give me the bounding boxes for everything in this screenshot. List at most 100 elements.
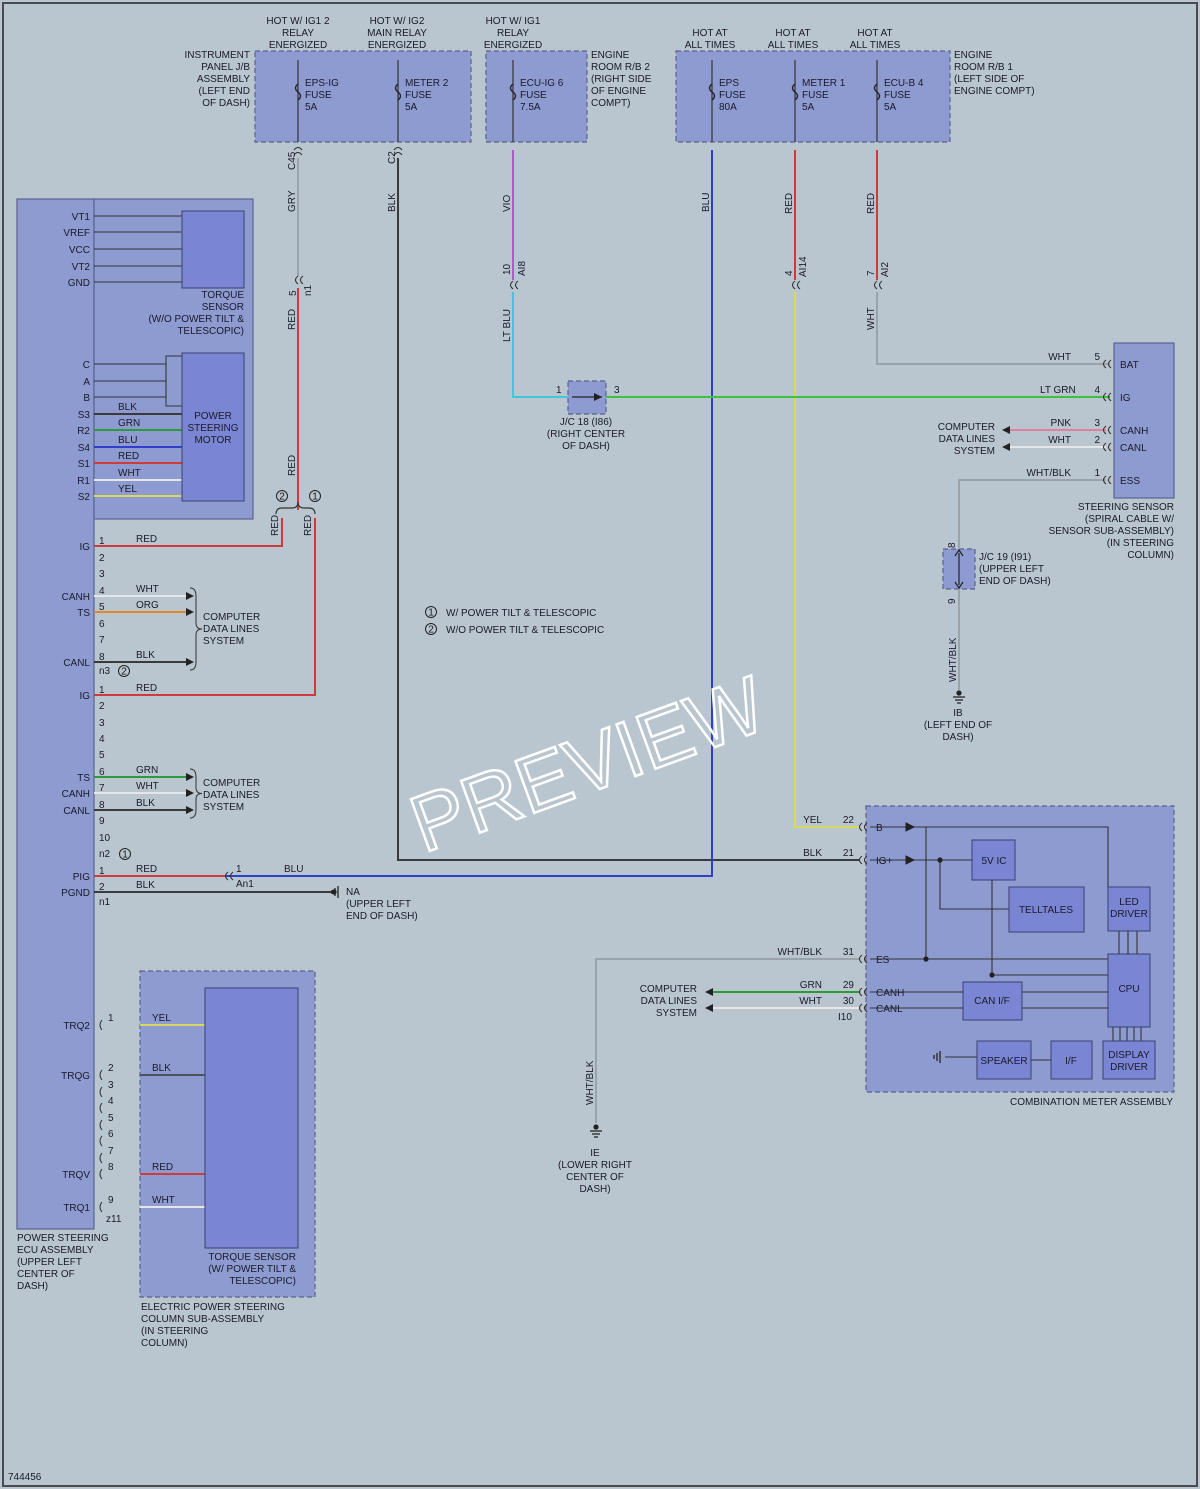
meter-pin-number: 21: [843, 848, 855, 859]
meter-connector: [858, 987, 868, 997]
wire-label-lt-blu: LT BLU: [502, 309, 513, 342]
cds1-brace: [189, 587, 203, 671]
ecu-n3-pin-number: 1: [99, 536, 105, 547]
ecu-n1-pin-name: PGND: [61, 888, 90, 899]
document-number: 744456: [8, 1472, 42, 1483]
connector-n1: n1: [303, 284, 314, 296]
jc19-arrows: [954, 548, 964, 590]
wire-label-lt-grn: LT GRN: [1040, 385, 1076, 396]
wire-wht-blk-es: [595, 958, 860, 1123]
steering-sensor-pin-number: 4: [1094, 385, 1100, 396]
wire-label-red: RED: [784, 193, 795, 214]
steering-sensor-pin-name: CANH: [1120, 426, 1148, 437]
meter-5v-ic-label: 5V IC: [981, 856, 1006, 867]
wire-label-red: RED: [287, 455, 298, 476]
fuse-name: METER 1: [802, 78, 846, 89]
wire-label-red: RED: [866, 193, 877, 214]
connector-ai8-mark: [509, 280, 519, 290]
connector-z11: z11: [106, 1214, 122, 1225]
power-steering-motor: [181, 352, 245, 502]
steering-sensor-connector: [1102, 425, 1112, 435]
connector-ai2-mark: [873, 280, 883, 290]
ecu-torque-pin: VT2: [72, 262, 91, 273]
ecu-n3-circle-number: 2: [121, 667, 127, 678]
motor-wire-label: BLK: [118, 402, 137, 413]
wire-label-vio: VIO: [502, 195, 513, 212]
arrow: [186, 806, 194, 814]
wire-label-blu: BLU: [701, 193, 712, 212]
fuse-word: FUSE: [520, 90, 547, 101]
torque-sensor-w-tilt: [204, 987, 299, 1249]
ecu-motor-pin: B: [83, 393, 90, 404]
meter-internal-display: [1112, 1027, 1142, 1041]
jc18-pin-right: 3: [614, 385, 620, 396]
legend-text-1: W/ POWER TILT & TELESCOPIC: [446, 608, 596, 619]
meter-speaker-label: SPEAKER: [980, 1056, 1027, 1067]
meter-internal-ig: [870, 859, 1009, 910]
motor-wire-label: WHT: [118, 468, 141, 479]
meter-wire-label: WHT/BLK: [778, 947, 823, 958]
wire-label-red: RED: [303, 515, 314, 536]
trq-connector: [99, 1168, 103, 1180]
diode-b: [905, 822, 916, 832]
fuse-symbol: [294, 83, 302, 101]
ecu-n3-pin-number: 7: [99, 635, 105, 646]
ecu-trq-pin-number: 1: [108, 1013, 114, 1024]
meter-connector: [858, 855, 868, 865]
legend-circle-1: [425, 606, 437, 618]
meter-pin-number: 30: [843, 996, 855, 1007]
legend-circle-2-number: 2: [428, 625, 434, 636]
wire-yel-b: [794, 292, 860, 828]
ecu-n2-pin-number: 9: [99, 816, 105, 827]
fuse-rating: 5A: [884, 102, 897, 113]
trq-connector: [99, 1102, 103, 1114]
meter-cpu: [1107, 953, 1151, 1028]
meter-pin-name: CANL: [876, 1004, 903, 1015]
fuse-rating: 5A: [405, 102, 418, 113]
ecu-torque-pin: VCC: [69, 245, 90, 256]
trq-connector: [99, 1019, 103, 1031]
fuse-name: EPS: [719, 78, 739, 89]
fuse-rating: 80A: [719, 102, 737, 113]
trq-wire-label: YEL: [152, 1013, 171, 1024]
ecu-n2-pin-number: 4: [99, 734, 105, 745]
instrument-panel-jb-box: [254, 50, 472, 143]
steering-sensor-pin-number: 3: [1094, 418, 1100, 429]
fuse-name: EPS-IG: [305, 78, 339, 89]
ecu-n2-pin-name: CANH: [62, 789, 90, 800]
meter-telltales: [1008, 886, 1085, 933]
motor-wire-label: GRN: [118, 418, 140, 429]
connector-ai14-mark: [791, 280, 801, 290]
ecu-n2-pin-number: 2: [99, 701, 105, 712]
wire-label-blu: BLU: [284, 864, 303, 875]
ecu-n2-circle-number: 1: [122, 850, 128, 861]
ecu-n2-pin-name: CANL: [63, 806, 90, 817]
arrow: [186, 608, 194, 616]
ecu-trq-pin-number: 2: [108, 1063, 114, 1074]
fuse-name: ECU-B 4: [884, 78, 924, 89]
trq-connector: [99, 1119, 103, 1131]
trq-connector: [99, 1201, 103, 1213]
fuse-word: FUSE: [305, 90, 332, 101]
ecu-n3-pin-name: TS: [77, 608, 90, 619]
ecu-trq-pin-number: 6: [108, 1129, 114, 1140]
steering-sensor-pin-number: 1: [1094, 468, 1100, 479]
ecu-n1-label: n1: [99, 897, 111, 908]
ground-ib-symbol: [953, 696, 965, 704]
ecu-n2-pin-number: 3: [99, 718, 105, 729]
ecu-trq-pin-name: TRQ2: [63, 1021, 90, 1032]
wire-blu-pig: [112, 150, 713, 877]
ecu-n3-pin-number: 3: [99, 569, 105, 580]
